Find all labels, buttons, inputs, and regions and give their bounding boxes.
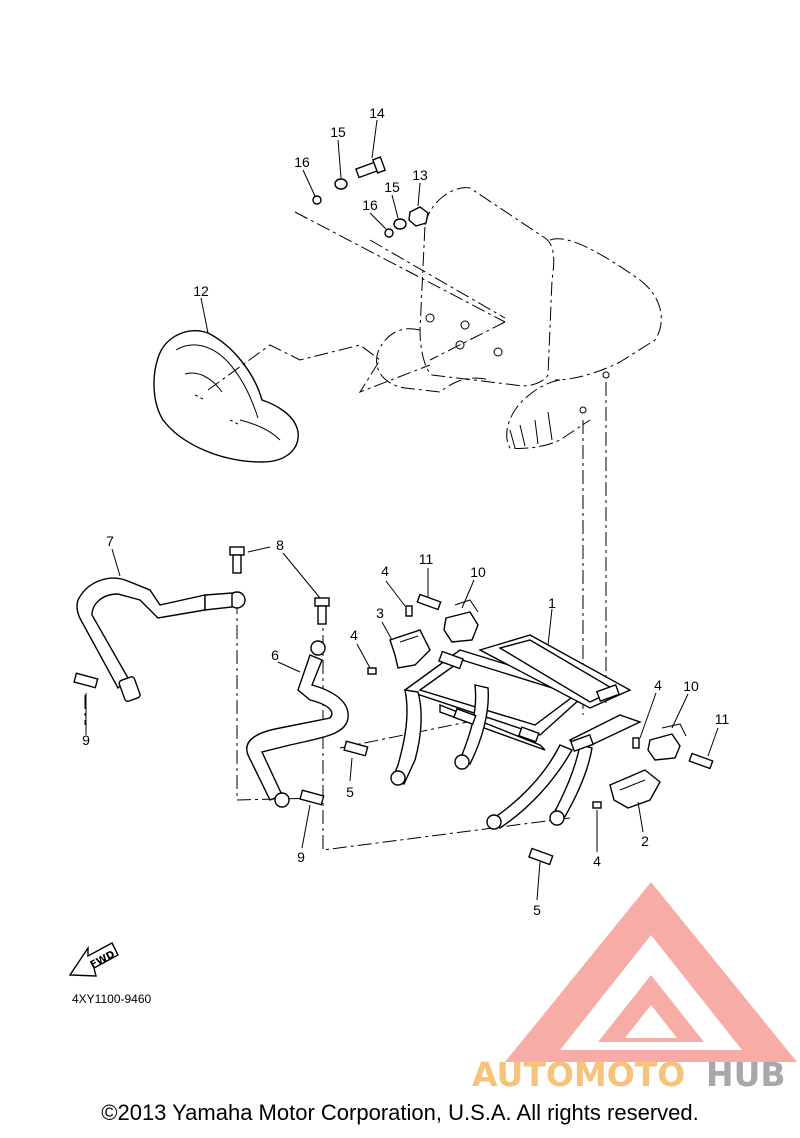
hardware: [73, 546, 714, 866]
callout-15-b: 15: [384, 179, 400, 195]
watermark-text-orange: AUTOMOTO: [472, 1055, 685, 1094]
callout-7: 7: [106, 533, 114, 549]
callout-11-b: 11: [715, 711, 730, 727]
fwd-arrow: FWD: [68, 942, 119, 977]
callout-15-a: 15: [330, 124, 346, 140]
callout-16-b: 16: [362, 197, 378, 213]
callout-1: 1: [548, 595, 556, 611]
callout-labels: 1 2 3 4 4 4 4 5 5 6 7 8 9 9 10 10 11 11 …: [82, 105, 729, 918]
callout-2: 2: [641, 833, 649, 849]
callout-5-b: 5: [533, 902, 541, 918]
rack-frame-1: [390, 634, 642, 830]
top-fasteners: [312, 156, 429, 238]
backrest-pad: [153, 329, 299, 463]
callout-3: 3: [376, 605, 384, 621]
bar-6: [246, 640, 349, 808]
callout-4-c: 4: [654, 677, 662, 693]
assembly-lines: [84, 211, 607, 851]
automotohub-watermark-logo: AUTOMOTO HUB: [472, 882, 797, 1094]
callout-4-a: 4: [381, 563, 389, 579]
watermark-text-gray: HUB: [706, 1055, 786, 1094]
callout-16-a: 16: [294, 154, 310, 170]
callout-14: 14: [369, 105, 385, 121]
callout-13: 13: [412, 167, 428, 183]
diagram-code: 4XY1100-9460: [72, 992, 152, 1006]
callout-9-b: 9: [297, 849, 305, 865]
callout-4-d: 4: [593, 853, 601, 869]
seat-phantom-outline: [376, 187, 662, 449]
callout-5-a: 5: [346, 784, 354, 800]
callout-10-a: 10: [470, 564, 486, 580]
callout-4-b: 4: [350, 627, 358, 643]
callout-12: 12: [193, 283, 209, 299]
leader-lines: [85, 119, 719, 901]
callout-9-a: 9: [82, 732, 90, 748]
callout-11-a: 11: [419, 551, 434, 567]
callout-8: 8: [276, 537, 284, 553]
copyright-notice: ©2013 Yamaha Motor Corporation, U.S.A. A…: [101, 1100, 699, 1125]
bar-7: [76, 577, 246, 702]
callout-10-b: 10: [683, 678, 699, 694]
callout-6: 6: [271, 647, 279, 663]
